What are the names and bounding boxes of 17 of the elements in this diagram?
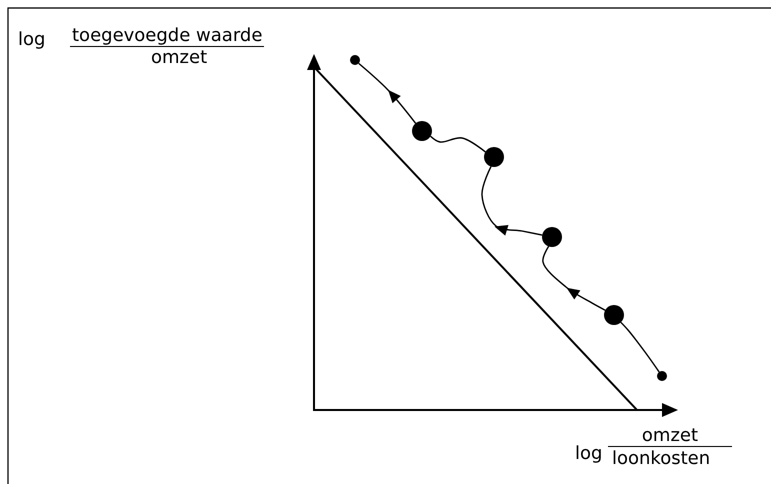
data-point [350, 55, 360, 65]
arrow [481, 166, 542, 236]
curve-line [620, 322, 660, 372]
axis-label: log [575, 444, 602, 464]
arrow [542, 246, 606, 311]
axis-label-numerator: omzet [608, 426, 732, 447]
data-point [484, 147, 504, 167]
curve-line [430, 136, 486, 152]
arrow [358, 62, 416, 124]
data-point [604, 305, 624, 325]
axis-label: omzet [151, 48, 208, 68]
data-point [412, 121, 432, 141]
axis-label: loonkosten [612, 449, 710, 469]
data-point [657, 371, 667, 381]
axis-label: log [18, 30, 46, 50]
axis-label-numerator: toegevoegde waarde [70, 26, 264, 47]
data-point [542, 227, 562, 247]
